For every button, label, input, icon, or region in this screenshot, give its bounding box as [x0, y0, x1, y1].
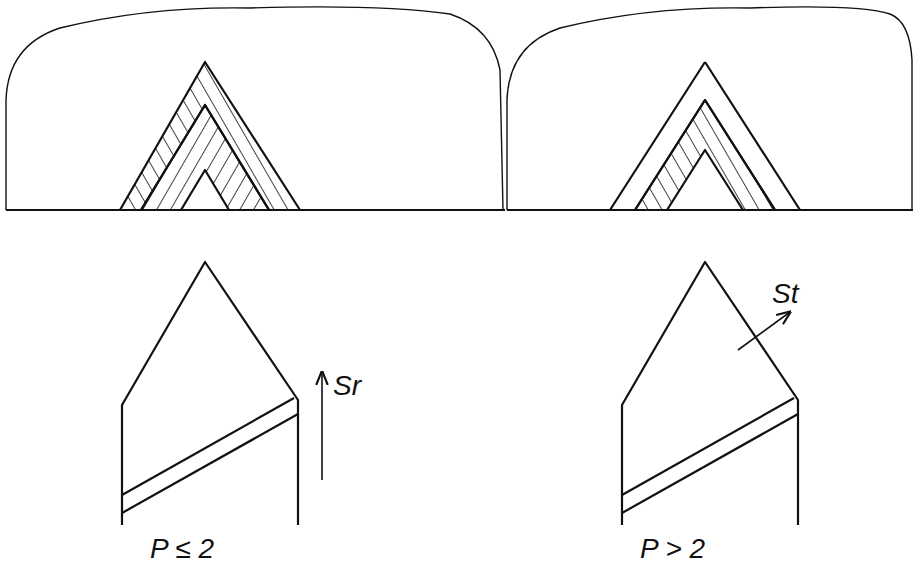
tool-insert-line [622, 414, 798, 513]
pitch-condition: P ≤ 2 [150, 535, 214, 563]
workpiece-outline [507, 7, 912, 210]
feed-arrow [321, 372, 323, 480]
feed-label: Sr [333, 372, 361, 400]
workpiece-outline [6, 7, 503, 210]
thread-profile-middle [635, 100, 775, 210]
tool-insert-line [122, 398, 294, 495]
thread-band-inner [141, 105, 269, 210]
pitch-condition: P > 2 [640, 535, 705, 563]
thread-band-inner [635, 100, 775, 210]
tool-insert-line [622, 398, 794, 495]
feed-label: St [772, 280, 798, 308]
cutting-tool [622, 262, 798, 525]
feed-arrow [738, 312, 790, 350]
thread-profile-outer [610, 62, 800, 210]
thread-band-outer [120, 62, 300, 210]
tool-insert-line [122, 414, 298, 513]
cutting-tool [122, 262, 298, 525]
